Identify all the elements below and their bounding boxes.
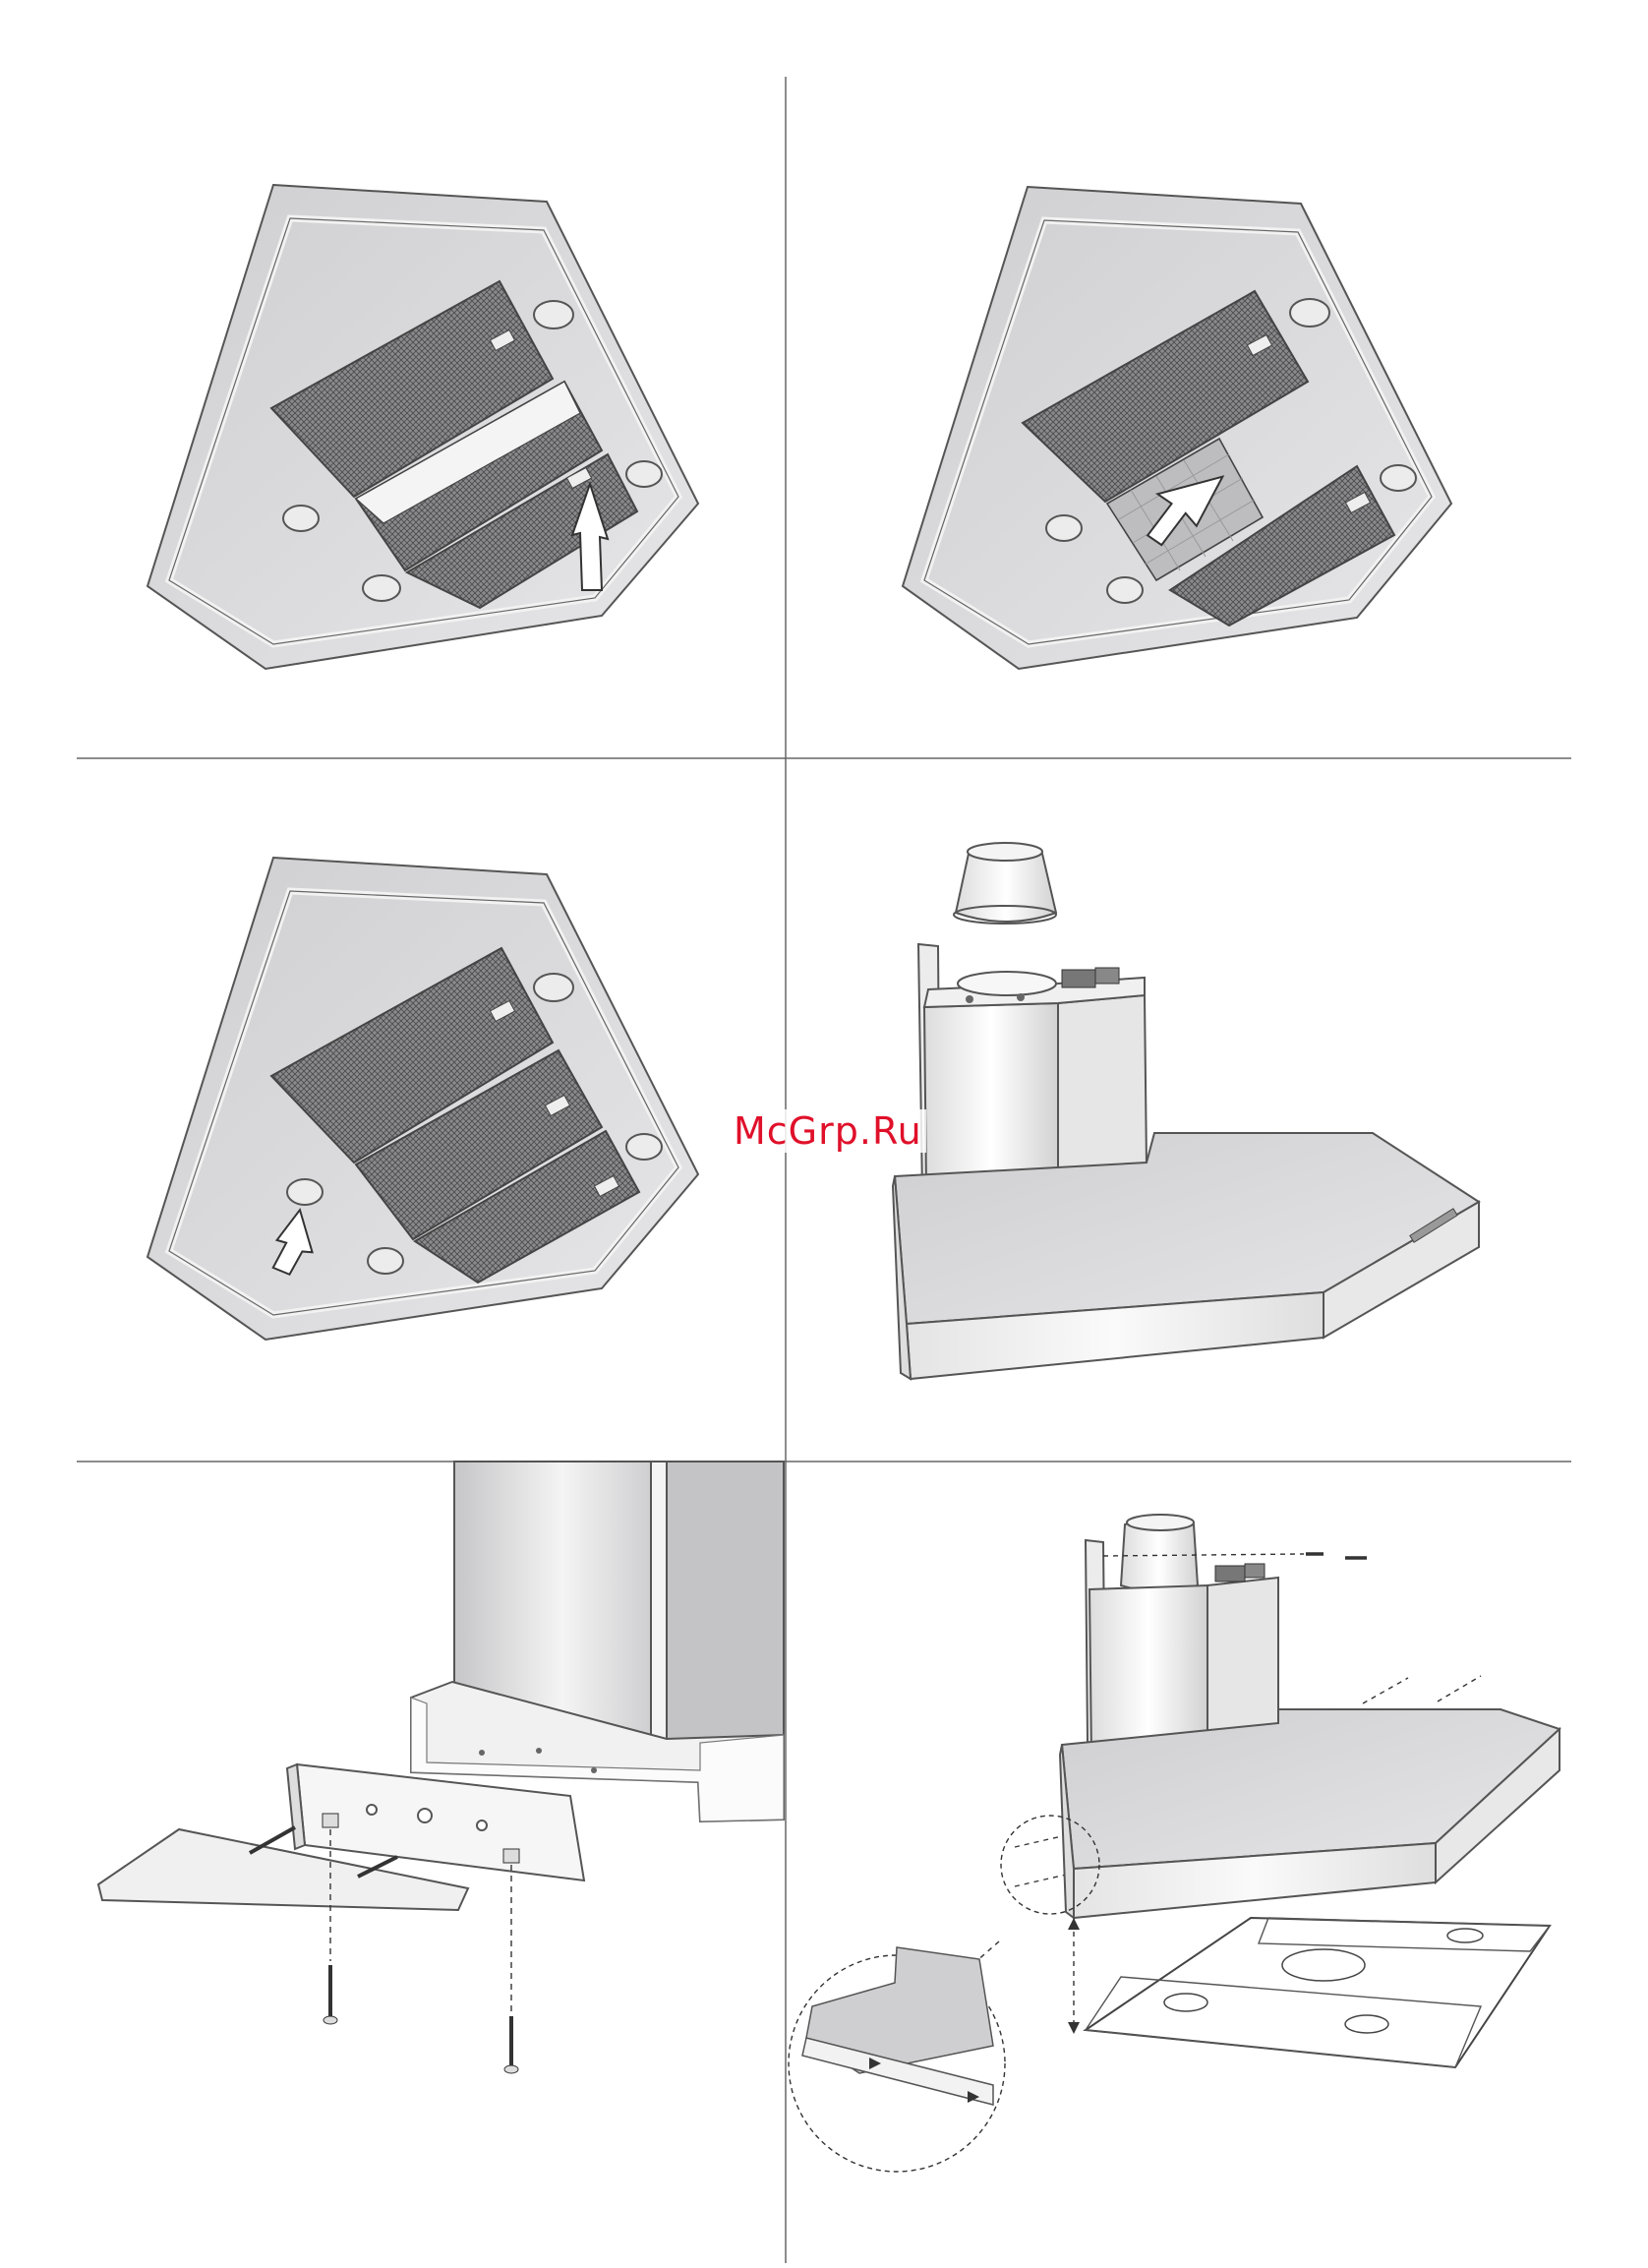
panel-4-hood-assembly [893,843,1479,1379]
panel-2-filter-reinsert [903,187,1451,669]
chimney-edge [651,1462,667,1739]
light-icon [283,506,319,531]
collar-top [1127,1515,1194,1530]
light-icon [363,575,400,601]
anchor-block [323,1814,338,1827]
light-icon [1107,577,1143,603]
motor-box-front [924,1003,1058,1190]
motor-outlet [958,972,1056,995]
screw-icon [504,2016,518,2073]
arrow-icon [1068,2022,1080,2034]
light-icon [534,974,573,1001]
connector-block [1095,968,1119,984]
screw-hole [479,1750,485,1756]
light-icon [1381,465,1416,491]
motor-box-side [1058,995,1147,1190]
anchor-block [503,1849,519,1863]
light-icon [626,1134,662,1160]
screw-icon [324,1965,337,2024]
screw-icon [1306,1554,1367,1558]
screw-hole [477,1820,487,1830]
screw-hole [536,1748,542,1754]
light-icon [1290,299,1329,327]
arrow-icon [1068,1918,1080,1930]
screw-icon [966,995,973,1003]
collar-top [968,843,1042,861]
screw-hole [591,1767,597,1773]
light-icon [1046,515,1082,541]
light-icon [368,1248,403,1274]
screw-icon [1017,993,1025,1001]
connector-block [1215,1566,1245,1582]
panel-1-filter-removal [147,185,698,669]
light-icon [534,301,573,328]
light-icon [287,1179,323,1205]
chimney-side [667,1462,784,1739]
connector-block [1062,970,1095,987]
watermark: McGrp.Ru [730,1109,926,1153]
screw-hole [367,1805,377,1815]
light-icon [626,461,662,487]
connector-block [1245,1564,1265,1578]
panel-5-bracket-installation [98,1462,784,2073]
panel-6-wall-fixing [789,1515,1560,2172]
panel-3-light-replacement [147,858,698,1340]
screw-hole [418,1809,432,1822]
